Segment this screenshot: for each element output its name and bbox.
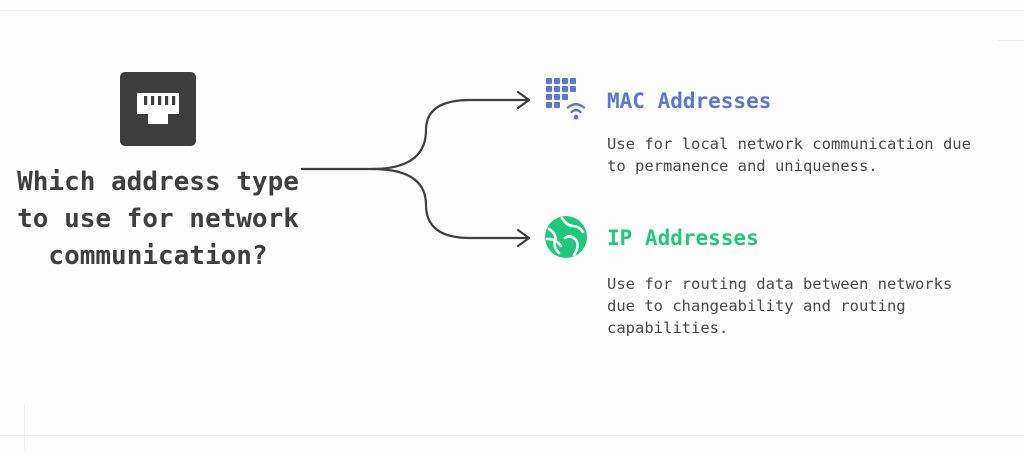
grid-line-right [998, 40, 1024, 41]
question-text: Which address type to use for network co… [17, 167, 299, 271]
grid-line-top [0, 10, 1024, 11]
mac-addresses-description: Use for local network communication due … [607, 135, 971, 175]
wifi-grid-icon [543, 76, 589, 122]
mac-addresses-title: MAC Addresses [607, 89, 772, 113]
ip-addresses-title: IP Addresses [607, 226, 759, 250]
ethernet-port-icon [120, 72, 196, 146]
ip-addresses-description: Use for routing data between networks du… [607, 275, 953, 337]
globe-icon [543, 214, 589, 260]
grid-line-left [24, 404, 25, 452]
grid-line-bottom [0, 435, 1024, 436]
